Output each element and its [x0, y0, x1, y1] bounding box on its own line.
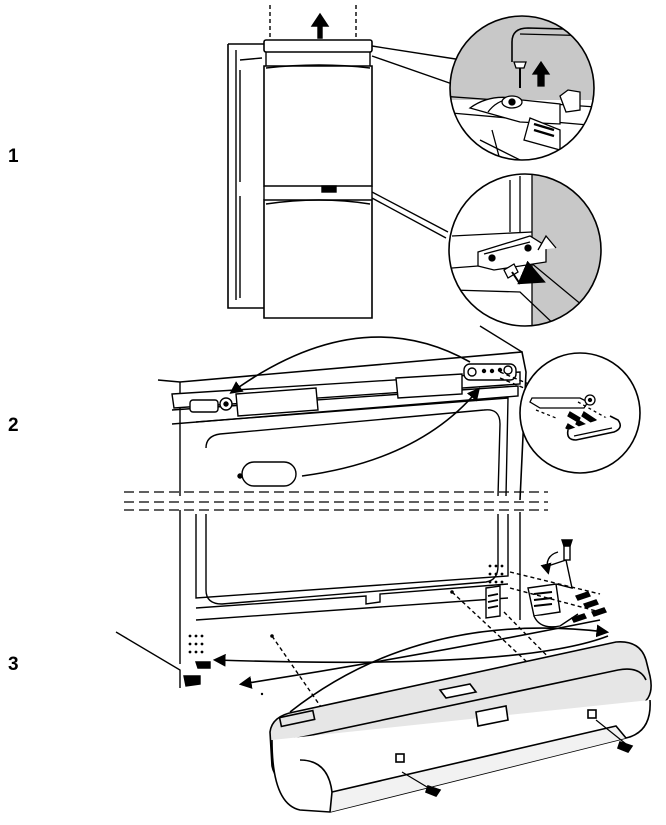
step-number-3: 3: [8, 654, 19, 675]
door-handle: [241, 461, 297, 487]
curved-arrow-icon: [212, 635, 609, 667]
hinge-cover: [263, 39, 373, 53]
marker-dot: [260, 692, 264, 696]
step-number-1: 1: [8, 146, 19, 167]
detail-circle-middle-hinge: [448, 173, 602, 327]
step1-fridge: [227, 5, 463, 319]
detail-circle-handle-mount: [519, 352, 641, 474]
curved-arrow-icon: [540, 551, 559, 575]
curved-arrow-icon: [238, 619, 601, 689]
step-number-2: 2: [8, 415, 19, 436]
fridge-cabinet: [227, 44, 266, 309]
up-arrow-icon: [531, 60, 551, 87]
upper-door: [263, 65, 373, 187]
step3-base: [115, 510, 621, 773]
hinge-bracket-icon: [527, 583, 561, 617]
screw-icon: [401, 719, 634, 797]
screw-icon: [513, 61, 527, 69]
curved-arrow-icon: [301, 387, 481, 477]
curved-arrow-icon: [289, 624, 610, 713]
detail-circle-upper-hinge: [449, 15, 595, 161]
cut-line: [124, 491, 548, 511]
curved-arrow-icon: [229, 336, 471, 394]
step2-cabinet: [157, 325, 549, 501]
curved-arrow-icon: [517, 260, 546, 285]
base-plinth: [269, 641, 652, 813]
up-arrow-icon: [310, 12, 330, 39]
lower-door: [263, 199, 373, 319]
